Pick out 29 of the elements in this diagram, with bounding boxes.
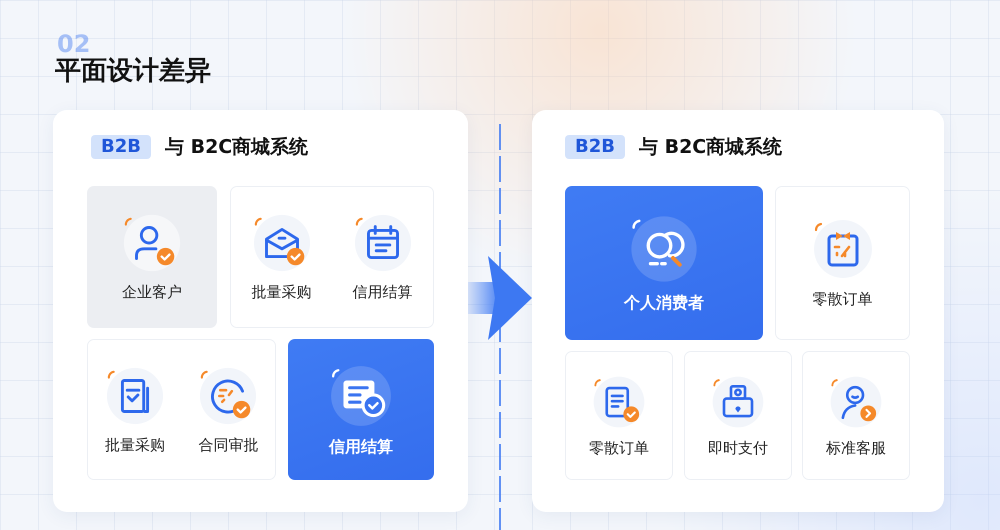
feature-card bbox=[565, 186, 763, 340]
page-title: 平面设计差异 bbox=[55, 56, 211, 86]
feature-card bbox=[565, 351, 673, 480]
feature-card bbox=[230, 186, 434, 328]
arrow bbox=[468, 256, 532, 340]
feature-label: 合同审批 bbox=[198, 434, 258, 454]
panel-heading: 与 B2C商城系统 bbox=[638, 135, 782, 159]
feature-label: 批量采购 bbox=[252, 282, 312, 302]
feature-card bbox=[684, 351, 792, 480]
feature-card bbox=[288, 339, 434, 480]
feature-card bbox=[87, 186, 217, 328]
category-tag: B2B bbox=[91, 135, 151, 159]
feature-label: 信用结算 bbox=[329, 436, 393, 456]
feature-label: 信用结算 bbox=[352, 282, 412, 302]
section-number: 02 bbox=[57, 31, 90, 57]
feature-card bbox=[802, 351, 910, 480]
feature-label: 零散订单 bbox=[812, 289, 872, 309]
feature-label: 企业客户 bbox=[122, 282, 182, 302]
comparison-panel bbox=[532, 110, 944, 512]
feature-label: 批量采购 bbox=[104, 434, 165, 454]
feature-card bbox=[775, 186, 910, 340]
panel-heading: 与 B2C商城系统 bbox=[164, 135, 308, 159]
feature-label: 标准客服 bbox=[826, 438, 886, 458]
feature-label: 零散订单 bbox=[589, 438, 649, 458]
feature-label: 个人消费者 bbox=[624, 293, 704, 313]
comparison-panel bbox=[53, 110, 468, 512]
feature-label: 即时支付 bbox=[708, 438, 768, 458]
feature-card bbox=[87, 339, 276, 480]
category-tag: B2B bbox=[565, 135, 625, 159]
